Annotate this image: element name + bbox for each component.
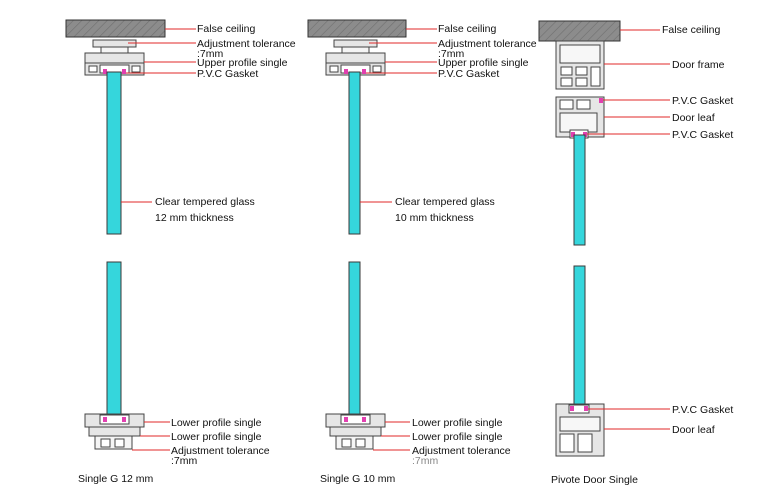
upper-profile-section xyxy=(325,39,386,76)
glass-upper xyxy=(348,71,361,235)
door-leaf-bottom-section xyxy=(555,403,605,457)
label-pvc-gasket-3: P.V.C Gasket xyxy=(672,404,733,416)
label-door-leaf-1: Door leaf xyxy=(672,112,715,124)
gasket-top xyxy=(103,69,126,74)
label-glass-thickness: 12 mm thickness xyxy=(155,212,234,224)
label-lower-profile-2: Lower profile single xyxy=(171,431,262,443)
glass-upper xyxy=(106,71,122,235)
label-pvc-gasket-2: P.V.C Gasket xyxy=(672,129,733,141)
caption-pivote-door-single: Pivote Door Single xyxy=(551,474,638,486)
gasket-bottom xyxy=(344,417,366,422)
label-adjustment-tolerance-bottom: Adjustment tolerance xyxy=(171,445,270,457)
panel-pivote-door: False ceiling Door frame P.V.C Gasket Do… xyxy=(538,20,733,486)
label-adjustment-tolerance: Adjustment tolerance xyxy=(197,38,296,50)
label-pvc-gasket: P.V.C Gasket xyxy=(197,68,258,80)
label-glass-type: Clear tempered glass xyxy=(155,196,255,208)
label-glass-type: Clear tempered glass xyxy=(395,196,495,208)
gasket-top xyxy=(344,69,366,74)
false-ceiling-hatch-icon xyxy=(538,20,621,42)
caption-single-g-10: Single G 10 mm xyxy=(320,473,396,485)
lower-profile-section xyxy=(84,413,145,450)
label-pvc-gasket: P.V.C Gasket xyxy=(438,68,499,80)
label-false-ceiling: False ceiling xyxy=(438,23,497,35)
label-adjustment-tolerance: Adjustment tolerance xyxy=(438,38,537,50)
glass-lower xyxy=(573,265,586,413)
caption-single-g-12: Single G 12 mm xyxy=(78,473,154,485)
panel-single-g-12: False ceiling Adjustment tolerance :7mm … xyxy=(65,19,296,485)
glass-upper xyxy=(573,134,586,246)
leader-lines xyxy=(587,29,670,430)
label-lower-profile-1: Lower profile single xyxy=(412,417,503,429)
panel-single-g-10: False ceiling Adjustment tolerance :7mm … xyxy=(307,19,537,485)
label-adjustment-tolerance-value: :7mm xyxy=(438,48,465,60)
label-adjustment-tolerance-bottom-value: :7mm xyxy=(412,455,439,467)
label-glass-thickness: 10 mm thickness xyxy=(395,212,474,224)
glass-lower xyxy=(348,261,361,425)
label-adjustment-tolerance-bottom: Adjustment tolerance xyxy=(412,445,511,457)
label-adjustment-tolerance-bottom-value: :7mm xyxy=(171,455,198,467)
label-adjustment-tolerance-value: :7mm xyxy=(197,48,224,60)
false-ceiling-hatch-icon xyxy=(307,19,407,38)
label-door-frame: Door frame xyxy=(672,59,725,71)
lower-profile-section xyxy=(325,413,386,450)
label-pvc-gasket-1: P.V.C Gasket xyxy=(672,95,733,107)
label-false-ceiling: False ceiling xyxy=(662,24,721,36)
label-lower-profile-1: Lower profile single xyxy=(171,417,262,429)
door-frame-section xyxy=(555,40,605,90)
gasket-bottom xyxy=(103,417,126,422)
label-lower-profile-2: Lower profile single xyxy=(412,431,503,443)
label-door-leaf-2: Door leaf xyxy=(672,424,715,436)
false-ceiling-hatch-icon xyxy=(65,19,166,38)
door-gaskets-bottom xyxy=(570,406,588,411)
leader-lines xyxy=(360,28,437,451)
label-false-ceiling: False ceiling xyxy=(197,23,256,35)
door-leaf-top-section xyxy=(555,96,605,139)
glass-lower xyxy=(106,261,122,425)
label-upper-profile: Upper profile single xyxy=(438,57,529,69)
label-upper-profile: Upper profile single xyxy=(197,57,288,69)
leader-lines xyxy=(121,28,196,451)
upper-profile-section xyxy=(84,39,145,76)
